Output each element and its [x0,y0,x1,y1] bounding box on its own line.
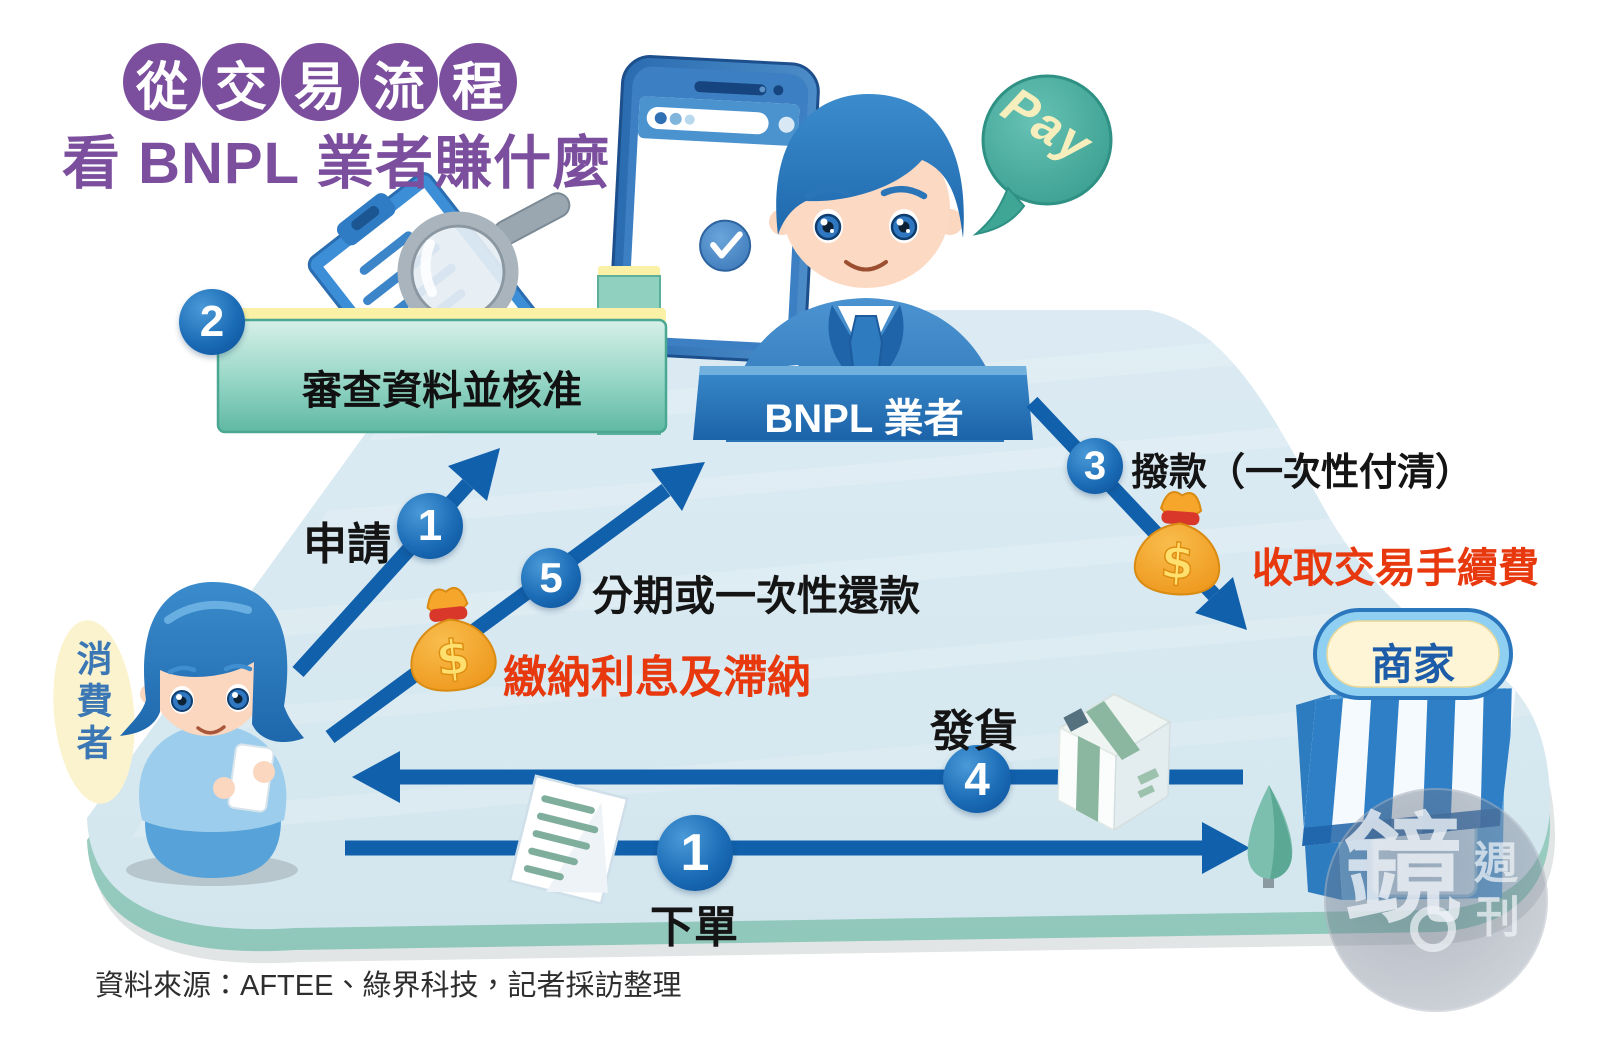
check-icon [699,219,752,272]
smartphone-icon [608,55,820,364]
step-review-label: 審查資料並核准 [302,369,582,413]
step-repay-fee-note: 繳納利息及滯納 [503,653,811,702]
consumer-label-blob [53,620,135,804]
title-badge-char: 交 [202,43,280,121]
step-order-label: 下單 [650,903,738,952]
step-disburse-number: 3 [1067,438,1123,494]
step-repay-label: 分期或一次性還款 [592,573,920,619]
consumer-eyes [170,684,250,714]
pay-bubble [972,74,1113,236]
arrow-repay [325,462,705,744]
consumer-figure [53,582,304,886]
step-apply-number: 1 [397,493,463,559]
svg-text:$: $ [433,629,472,688]
provider-eyes [813,209,919,243]
step-disburse-fee-note: 收取交易手續費 [1252,545,1539,591]
watermark-logo: 鏡 週 刊 [1324,788,1548,1012]
review-folder [216,308,668,434]
consumer-label: 消費者 [71,640,113,766]
package-icon [1057,692,1173,832]
step-ship-number: 4 [943,745,1011,813]
page-title-line2: 看 BNPL 業者賺什麼 [62,131,612,196]
tree-icon [1247,785,1293,888]
provider-label: BNPL 業者 [764,397,964,441]
merchant-sign [1313,608,1513,700]
step-apply-label: 申請 [303,520,391,569]
svg-text:$: $ [1159,533,1196,591]
provider-counter [693,366,1033,440]
step-ship-label: 發貨 [930,707,1018,756]
title-badge-char: 程 [439,43,517,121]
step-review-number: 2 [179,289,245,355]
money-bag-repay-icon: $ [410,587,497,692]
title-badge-char: 易 [281,43,359,121]
arrow-order [345,822,1250,874]
merchant-label: 商家 [1370,641,1455,688]
step-order-number: 1 [657,815,733,891]
title-badge-char: 從 [123,43,201,121]
source-note: 資料來源：AFTEE、綠界科技，記者採訪整理 [95,970,682,1002]
step-repay-number: 5 [521,548,581,608]
watermark-camera-lens-icon [1410,906,1456,952]
step-disburse-label: 撥款（一次性付清） [1131,452,1474,494]
money-bag-fee-icon: $ [1133,491,1221,596]
title-badge-char: 流 [360,43,438,121]
watermark-sub-glyph: 週 [1474,839,1518,888]
receipt-icon [508,774,629,905]
watermark-sub-glyph: 刊 [1476,893,1520,942]
